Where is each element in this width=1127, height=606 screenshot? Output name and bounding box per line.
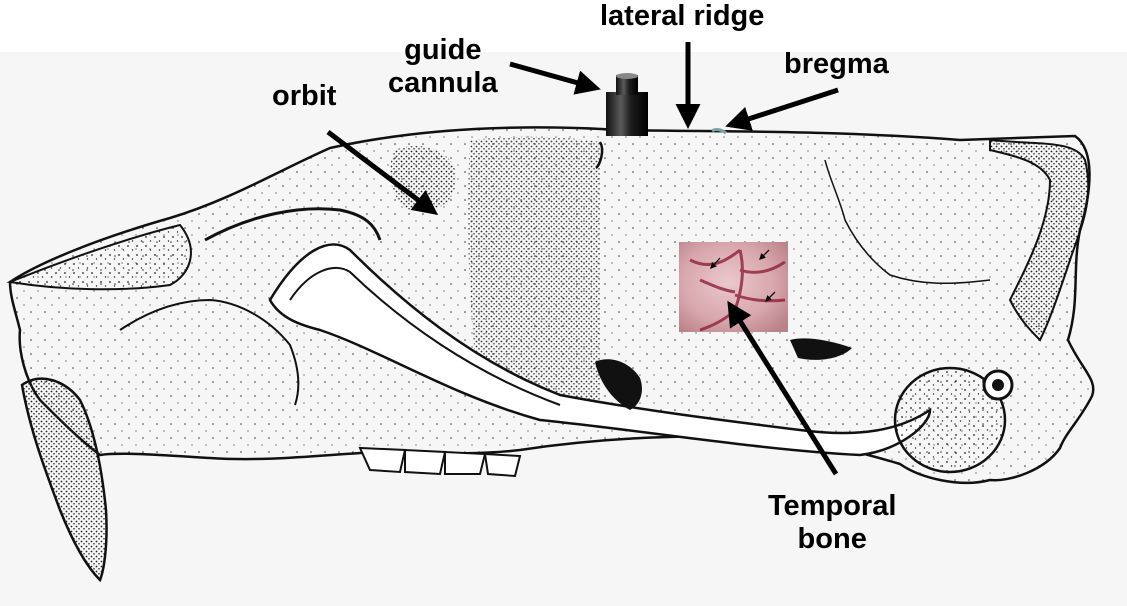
label-lateral-ridge: lateral ridge [600,0,764,33]
label-temporal-bone: Temporal bone [768,490,896,556]
label-bregma: bregma [784,48,889,81]
label-guide-cannula: guide cannula [388,34,498,100]
label-orbit: orbit [272,80,336,113]
temporal-bone-inset [679,242,788,332]
